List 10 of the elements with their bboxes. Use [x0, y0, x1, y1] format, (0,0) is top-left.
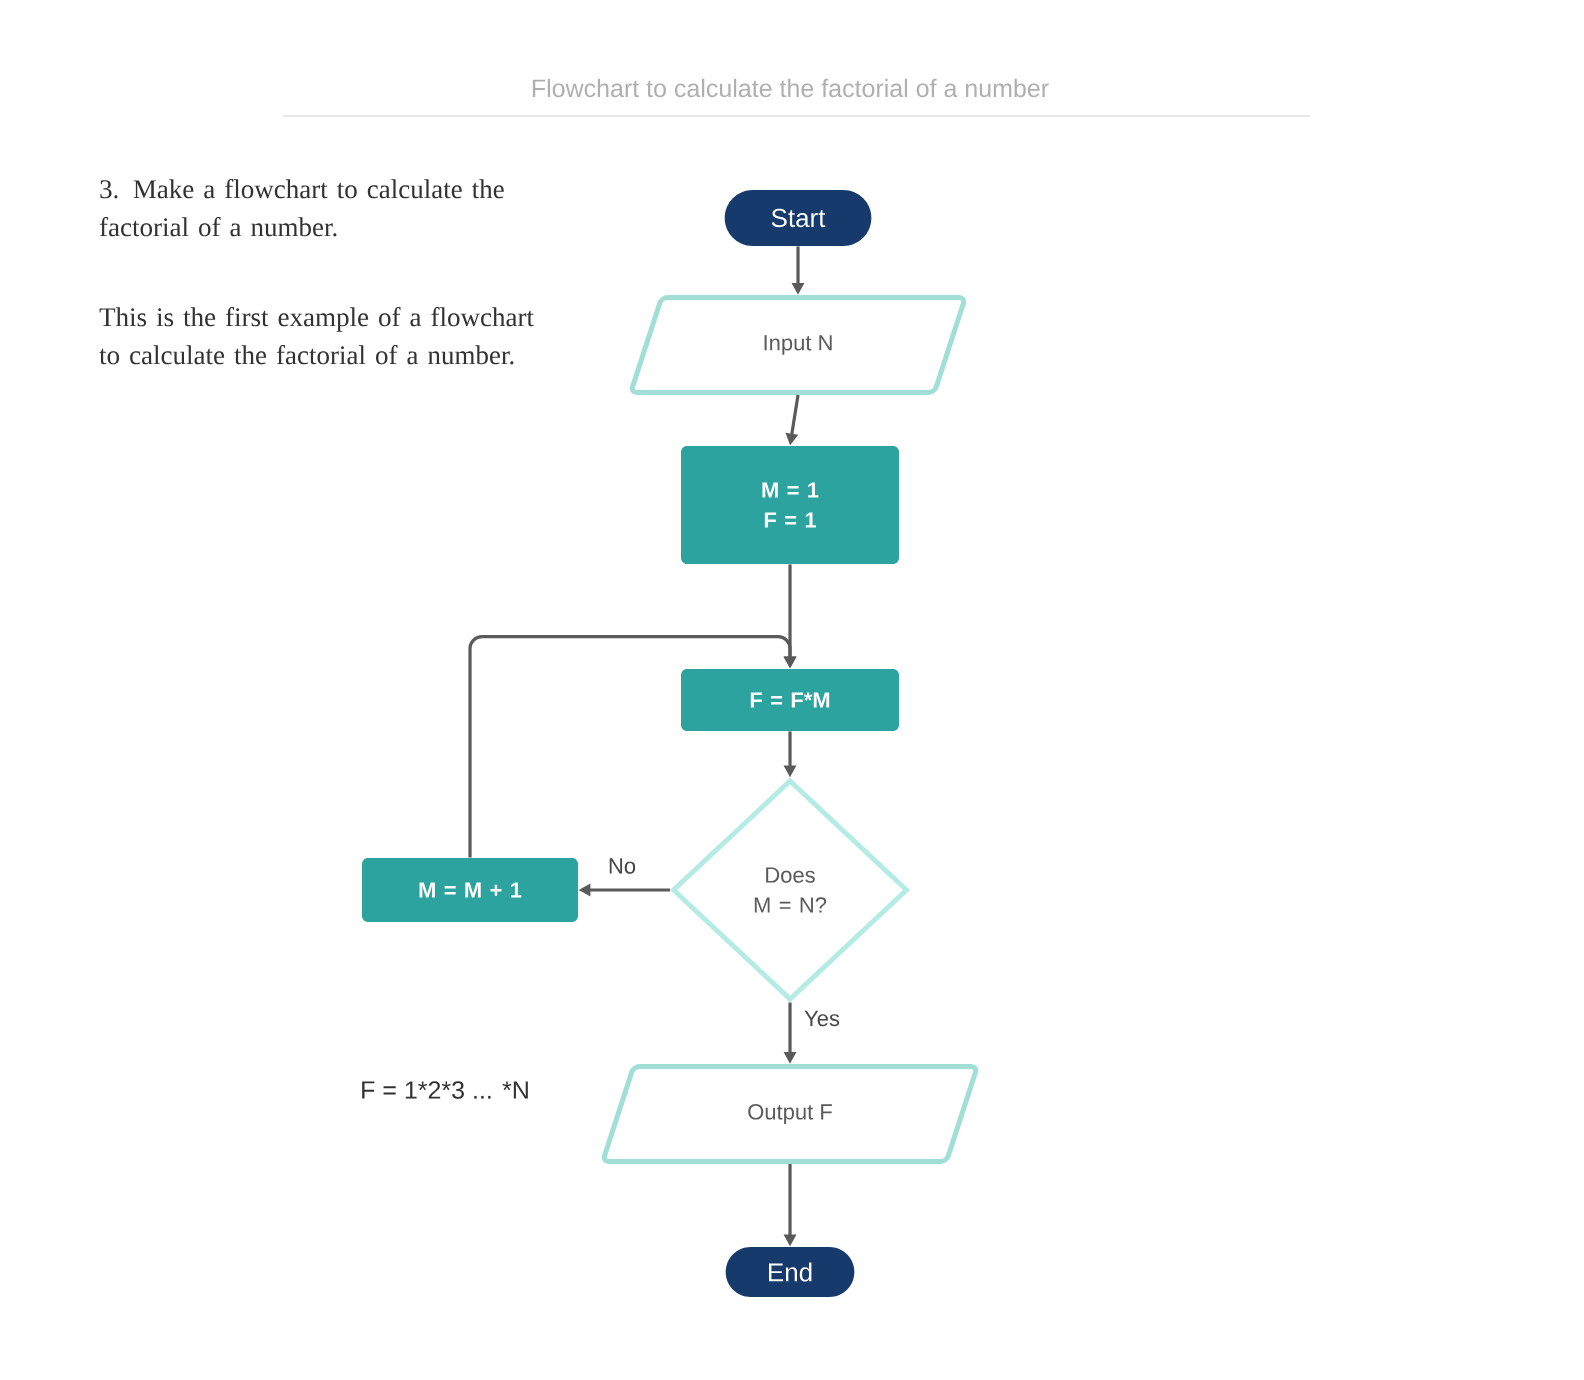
process-box: M = M + 1 — [362, 858, 578, 922]
process-box: M = 1 F = 1 — [681, 446, 899, 564]
edge-label: Yes — [802, 1008, 842, 1029]
process-box: F = F*M — [681, 669, 899, 731]
title: Flowchart to calculate the factorial of a number — [532, 78, 1049, 98]
arrow — [468, 635, 797, 858]
note-text: 3. Make a flowchart to calculate the factorial of a number. — [99, 179, 504, 237]
formula-text: F = 1*2*3 ... *N — [362, 1081, 528, 1099]
edge-label: No — [605, 856, 639, 876]
note-text: This is the first example of a flowchart to calculate the factorial of a number. — [99, 307, 534, 365]
